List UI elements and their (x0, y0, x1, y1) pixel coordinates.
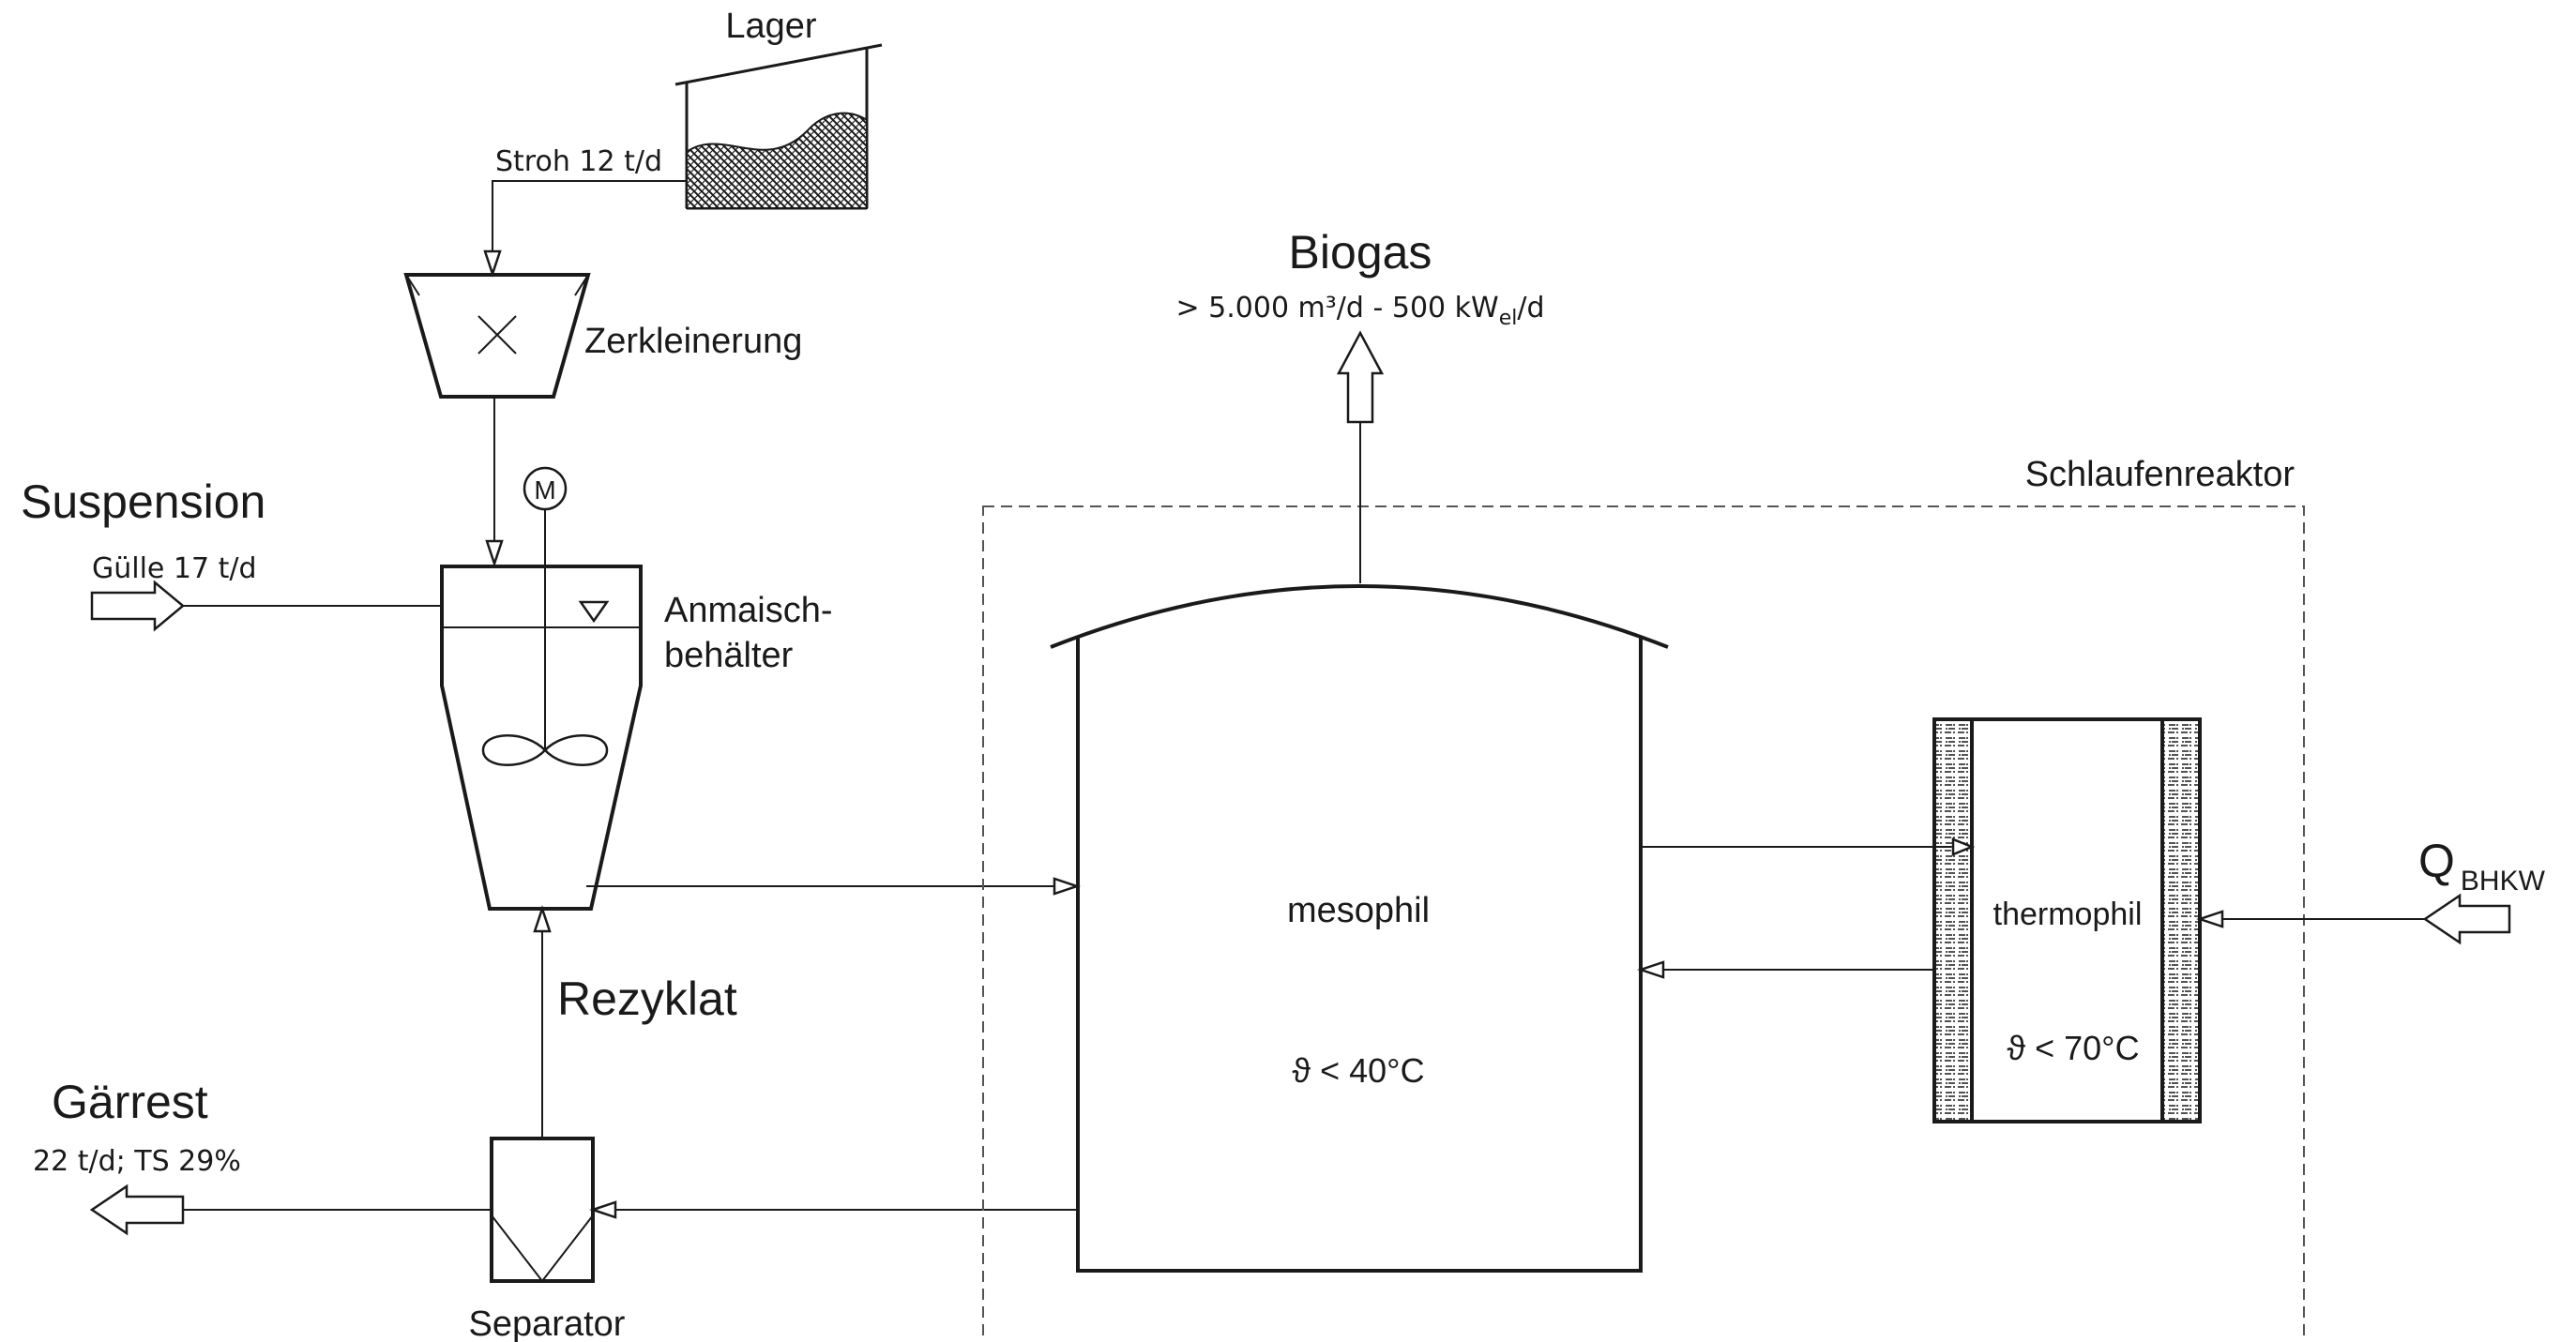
gaerrest-detail-label: 22 t/d; TS 29% (33, 1145, 241, 1178)
straw-fill (686, 112, 868, 209)
stroh-arrowhead (483, 249, 502, 278)
motor-label: M (534, 475, 555, 505)
tank-to-mesophil-arrowhead (1053, 877, 1081, 896)
meso-to-thermo-arrowhead (1951, 837, 1976, 856)
biogas-detail-suffix: /d (1517, 292, 1544, 324)
zerkleinerung-label: Zerkleinerung (584, 322, 802, 361)
gaerrest-output-arrow (89, 1184, 185, 1236)
biogas-detail-label: > 5.000 m³/d - 500 kWel/d (1175, 292, 1544, 330)
mesophil-temp-label: ϑ < 40°C (1292, 1051, 1424, 1090)
shredder-arrowhead (485, 539, 504, 567)
thermophil-wall-left (1932, 717, 1974, 1123)
heat-input-arrow (2422, 893, 2511, 945)
biogas-label: Biogas (1289, 226, 1432, 279)
separator-label: Separator (469, 1304, 626, 1342)
separator-inlet-arrowhead (589, 1200, 617, 1219)
thermophil-reactor (1932, 717, 2202, 1123)
separator-unit (490, 1137, 595, 1283)
mesophil-label: mesophil (1287, 891, 1430, 930)
anmaisch-label-line2: behälter (664, 636, 794, 675)
heat-input-arrowhead (2196, 910, 2224, 928)
anmaisch-tank (440, 565, 643, 911)
thermophil-temp-label: ϑ < 70°C (2007, 1029, 2139, 1067)
q-main: Q (2418, 835, 2455, 887)
anmaisch-label-line1: Anmaisch- (664, 591, 833, 630)
lager-label: Lager (725, 7, 817, 46)
thermophil-label: thermophil (1993, 897, 2143, 932)
q-subscript: BHKW (2461, 866, 2546, 897)
biogas-output-arrow (1336, 330, 1385, 424)
rezyklat-label: Rezyklat (557, 973, 737, 1025)
suspension-input-arrow (90, 580, 185, 632)
schlaufenreaktor-label: Schlaufenreaktor (2025, 455, 2296, 494)
schlaufenreaktor-boundary (982, 505, 2305, 1342)
stroh-label: Stroh 12 t/d (495, 145, 662, 178)
stirrer-blade (481, 734, 609, 766)
gaerrest-label: Gärrest (52, 1076, 208, 1128)
lager-storage (674, 43, 883, 210)
stroh-line (492, 180, 687, 261)
zerkleinerung-shredder (403, 273, 591, 399)
liquid-level-marker (578, 600, 610, 624)
suspension-label: Suspension (21, 475, 265, 528)
guelle-label: Gülle 17 t/d (92, 552, 257, 585)
rezyklat-arrowhead (533, 905, 552, 933)
mesophil-digester (1050, 584, 1669, 1273)
biogas-detail-subscript: el (1499, 307, 1518, 330)
biogas-detail-main: > 5.000 m³/d - 500 kW (1175, 292, 1498, 324)
thermophil-wall-right (2160, 717, 2202, 1123)
thermo-to-meso-arrowhead (1637, 960, 1665, 979)
